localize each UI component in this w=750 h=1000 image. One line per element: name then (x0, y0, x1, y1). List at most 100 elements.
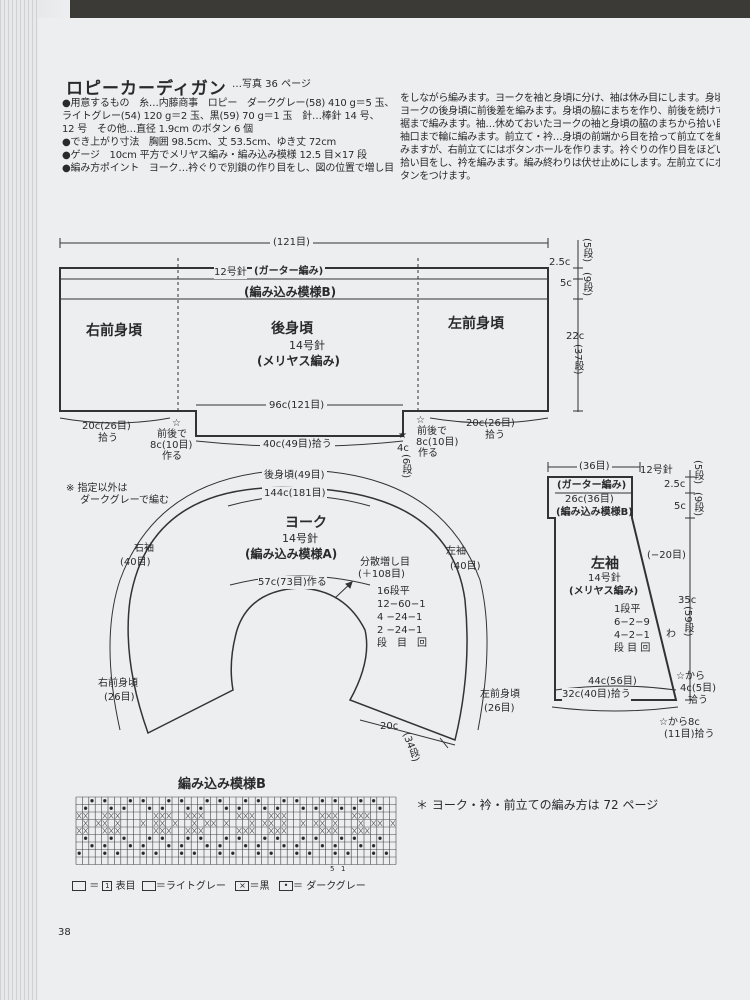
increase-row: 16段平 (377, 586, 410, 597)
gusset-right-1: 前後で (157, 429, 187, 440)
black-cross (326, 812, 332, 819)
dark-grey-dot (320, 799, 325, 803)
gusset-height: 4c (397, 443, 409, 454)
dark-grey-dot (128, 799, 133, 803)
dark-grey-dot (371, 844, 376, 848)
dark-grey-dot (314, 836, 318, 840)
sleeve-decrease-table: 1段平 6−2−9 4−2−1 段 目 回 (614, 603, 650, 655)
black-cross (249, 812, 255, 819)
gusset-right-3: 作る (162, 451, 182, 462)
yoke-title: ヨーク (285, 515, 327, 531)
dark-grey-dot (179, 844, 184, 848)
dark-grey-dot (205, 799, 209, 803)
dark-grey-dot (339, 806, 344, 810)
black-cross (115, 820, 121, 827)
increase-count: (＋108目) (358, 569, 405, 580)
dark-grey-dot (192, 851, 197, 855)
back-label: 後身頃 (271, 321, 313, 337)
left-sleeve-label: 左袖 (446, 546, 466, 557)
dark-grey-dot (218, 799, 222, 803)
knit-stitch-symbol (72, 881, 86, 891)
legend-dark-grey: ＝ ダークグレー (293, 881, 366, 892)
dark-grey-dot (179, 851, 184, 855)
sleeve-height-1: 2.5c (664, 479, 686, 490)
black-cross (281, 827, 287, 834)
yoke-outline (127, 486, 468, 742)
gusset-rows: (6段) (400, 454, 411, 479)
increase-table: 16段平 12−60−1 4 −24−1 2 −24−1 段 目 回 (377, 585, 427, 650)
black-cross (102, 820, 108, 827)
body-outline (59, 267, 549, 437)
dark-grey-dot (115, 851, 120, 855)
black-cross (153, 827, 159, 834)
black-cross (390, 820, 396, 827)
black-cross (332, 820, 338, 827)
dark-grey-dot (147, 806, 152, 810)
round-marker: わ (666, 629, 676, 640)
black-cross (211, 820, 217, 827)
materials-line: ライトグレー(54) 120 g＝2 玉、黒(59) 70 g＝1 玉 針…棒針… (62, 111, 380, 122)
side-height-3: 22c (566, 331, 585, 342)
dark-grey-dot (154, 851, 158, 855)
cuff-pickup: 32c(40目)拾う (562, 688, 631, 701)
black-cross (364, 827, 370, 834)
cuff-width: 44c(56目) (588, 676, 637, 687)
black-cross (281, 820, 287, 827)
black-cross (268, 812, 274, 819)
black-cross (185, 812, 191, 819)
black-cross (243, 827, 249, 834)
black-cross (281, 812, 287, 819)
increase-row: 2 −24−1 (377, 625, 423, 636)
dark-grey-dot (256, 844, 261, 848)
dark-grey-dot (167, 799, 171, 803)
black-cross (102, 812, 108, 819)
black-cross (351, 812, 357, 819)
gusset-left-1: 前後で (417, 426, 447, 437)
black-cross (358, 827, 364, 834)
dark-grey-dot (295, 799, 299, 803)
black-cross (364, 812, 370, 819)
sleeve-garter: (ガーター編み) (557, 480, 627, 491)
black-cross (166, 827, 172, 834)
legend-knit: 表目 (115, 881, 136, 892)
dark-grey-dot (141, 851, 145, 855)
black-cross (236, 812, 242, 819)
decrease-row: 4−2−1 (614, 630, 650, 641)
dark-grey-dot (295, 844, 299, 848)
dark-grey-dot (333, 851, 337, 855)
dark-grey-dot (269, 851, 273, 855)
dark-grey-dot (333, 799, 337, 803)
dark-grey-dot (237, 806, 241, 810)
black-cross (191, 820, 197, 827)
dark-grey-dot (122, 836, 126, 840)
sleeve-height-2: 5c (674, 501, 686, 512)
dark-grey-dot (378, 806, 382, 810)
black-cross (268, 827, 274, 834)
left-pickup: 20c(26目) (466, 418, 515, 429)
yoke-needle: 14号針 (282, 532, 318, 545)
black-cross (300, 820, 306, 827)
yoke-back-stitches: 後身頃(49目) (262, 469, 327, 482)
yoke-left-front-stitches: (26目) (484, 703, 515, 714)
black-cross (166, 812, 172, 819)
dark-grey-dot (90, 799, 94, 803)
side-rows-1: (5段) (581, 238, 592, 263)
black-symbol: × (235, 881, 250, 891)
black-cross (377, 820, 383, 827)
dark-grey-dot (384, 851, 389, 855)
sleeve-rows-1: (5段) (692, 460, 703, 485)
black-cross (319, 820, 325, 827)
legend: ＝ 1 表目 ＝ライトグレー ×＝黒 •＝ ダークグレー (72, 880, 366, 893)
needle-12-label: 12号針 (214, 266, 247, 279)
black-cross (159, 827, 165, 834)
increase-row-header: 段 目 回 (377, 638, 427, 649)
sleeve-needle-12: 12号針 (640, 465, 673, 476)
dark-grey-dot (141, 799, 145, 803)
pattern-b-label: (編み込み模様B) (244, 285, 337, 299)
decrease-row: 6−2−9 (614, 617, 650, 628)
sleeve-stockinette: (メリヤス編み) (569, 586, 639, 597)
side-height-1: 2.5c (549, 257, 571, 268)
sleeve-needle-14: 14号針 (588, 573, 621, 584)
legend-light-grey: ＝ライトグレー (155, 881, 226, 892)
